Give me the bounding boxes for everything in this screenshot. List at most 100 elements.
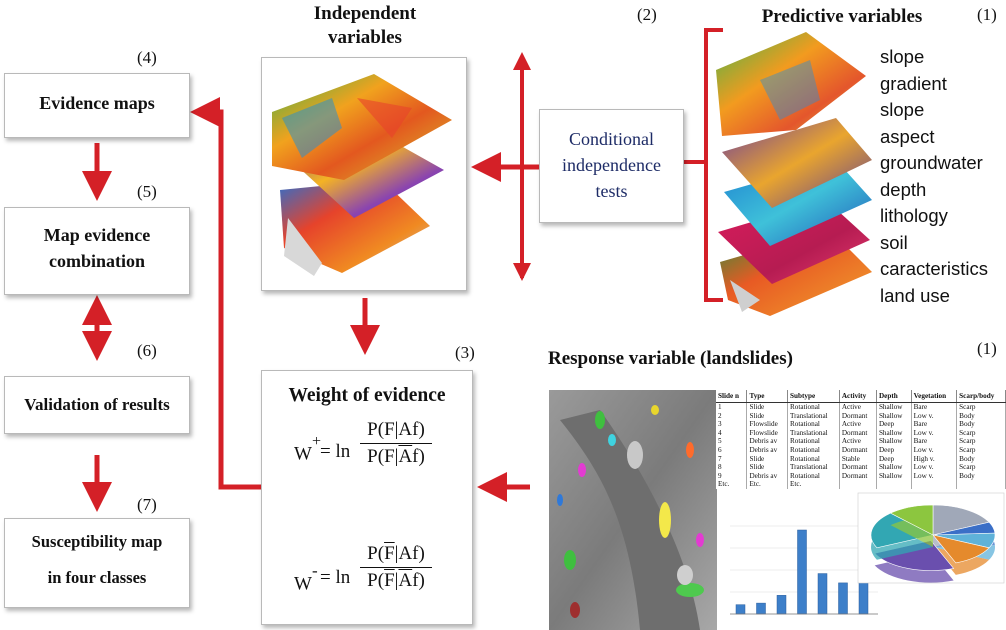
- table-cell: Slide: [746, 463, 788, 472]
- table-cell: Shallow: [876, 471, 912, 481]
- table-header-cell: Subtype: [787, 390, 840, 403]
- table-header-cell: Vegetation: [911, 390, 958, 403]
- table-cell: Deep: [876, 445, 912, 455]
- fraction-plus: P(F|Af) P(F|Af): [360, 419, 432, 468]
- w-symbol: W: [294, 443, 312, 465]
- w-symbol: W: [294, 573, 312, 595]
- table-cell: Rotational: [787, 437, 840, 446]
- weight-of-evidence-box: Weight of evidence W+ = ln P(F|Af) P(F|A…: [261, 370, 473, 625]
- arrow-down-head: [513, 263, 531, 281]
- conditional-tests-box: Conditional independence tests: [539, 109, 684, 223]
- table-cell: Low v.: [911, 471, 958, 481]
- table-cell: Etc.: [787, 480, 840, 489]
- table-cell: Debris av: [746, 437, 788, 446]
- step-number-6: (6): [137, 341, 157, 360]
- denominator-plus: P(F|Af): [367, 446, 425, 467]
- table-cell: Scarp: [956, 402, 1006, 412]
- table-cell: 6: [716, 445, 748, 455]
- map-combination-box: Map evidence combination: [4, 207, 190, 295]
- step-number-7: (7): [137, 495, 157, 514]
- minus-sign: -: [311, 561, 318, 580]
- table-header-cell: Activity: [839, 390, 877, 403]
- formula-eq-ln-minus: = ln: [320, 567, 351, 588]
- table-cell: Flowslide: [746, 420, 788, 429]
- table-cell: Slide: [746, 411, 788, 421]
- table-cell: Active: [839, 402, 877, 412]
- table-cell: 1: [716, 402, 748, 412]
- table-cell: Translational: [787, 463, 840, 472]
- predictive-bracket: [704, 28, 723, 302]
- evidence-maps-box: Evidence maps: [4, 73, 190, 138]
- pie-slice: [932, 504, 990, 536]
- table-cell: Deep: [876, 454, 912, 464]
- step-number-3: (3): [455, 343, 475, 362]
- table-cell: [956, 480, 1006, 489]
- table-cell: Debris av: [746, 471, 788, 481]
- table-cell: Dormant: [839, 428, 877, 438]
- predictive-item: caracteristics: [880, 258, 988, 279]
- table-cell: Translational: [787, 428, 840, 438]
- table-cell: 5: [716, 437, 748, 446]
- formula-w-minus: W-: [294, 561, 318, 595]
- step-number-1-predictive: (1): [977, 5, 997, 24]
- table-cell: Shallow: [876, 428, 912, 438]
- susceptibility-line2: in four classes: [47, 568, 147, 587]
- validation-label: Validation of results: [24, 395, 170, 414]
- table-cell: Scarp: [956, 463, 1006, 472]
- step-number-5: (5): [137, 182, 157, 201]
- formula-eq-ln-plus: = ln: [320, 441, 351, 462]
- table-cell: Etc.: [716, 480, 748, 489]
- predictive-item: lithology: [880, 205, 948, 226]
- predictive-item: land use: [880, 284, 950, 306]
- table-cell: Body: [956, 411, 1006, 421]
- denominator-minus: P(F|Af): [367, 570, 425, 591]
- map-combination-line1: Map evidence: [43, 225, 151, 245]
- table-cell: Rotational: [787, 471, 840, 481]
- table-cell: 4: [716, 428, 748, 438]
- independent-line1: Independent: [313, 3, 417, 24]
- numerator-minus: P(F|Af): [367, 543, 425, 564]
- table-cell: Bare: [911, 420, 958, 429]
- table-cell: High v.: [911, 454, 958, 464]
- predictive-item: aspect: [880, 125, 935, 147]
- arrow-up-head: [513, 52, 531, 70]
- table-cell: Scarp: [956, 437, 1006, 446]
- bar: [817, 573, 828, 615]
- conditional-line2: independence: [562, 155, 661, 175]
- table-cell: [876, 480, 912, 489]
- table-row: Etc.Etc.Etc.: [716, 480, 1006, 489]
- table-cell: Low v.: [911, 463, 958, 472]
- evidence-maps-label: Evidence maps: [39, 93, 155, 113]
- table-cell: Low v.: [911, 428, 958, 438]
- table-header-cell: Slide n: [716, 390, 748, 403]
- table-cell: Dormant: [839, 463, 877, 472]
- table-cell: Rotational: [787, 420, 840, 429]
- table-cell: Low v.: [911, 445, 958, 455]
- susceptibility-line1: Susceptibility map: [31, 532, 163, 551]
- independent-variables-title: Independent variables: [270, 2, 460, 50]
- table-cell: Active: [839, 420, 877, 429]
- table-cell: Dormant: [839, 411, 877, 421]
- table-header-cell: Scarp/body: [956, 390, 1006, 403]
- numerator-plus: P(F|Af): [367, 419, 425, 440]
- pie-slice: [932, 534, 990, 564]
- table-cell: Scarp: [956, 445, 1006, 455]
- table-cell: [911, 480, 958, 489]
- table-cell: 7: [716, 454, 748, 464]
- predictive-variable-list: slope gradient slope aspect groundwater …: [880, 44, 988, 309]
- table-cell: Slide: [746, 454, 788, 464]
- conditional-line3: tests: [595, 181, 628, 201]
- table-cell: Bare: [911, 402, 958, 412]
- bar: [838, 582, 848, 615]
- table-cell: Shallow: [876, 411, 912, 421]
- table-cell: [839, 480, 877, 489]
- response-variable-title: Response variable (landslides): [548, 348, 793, 369]
